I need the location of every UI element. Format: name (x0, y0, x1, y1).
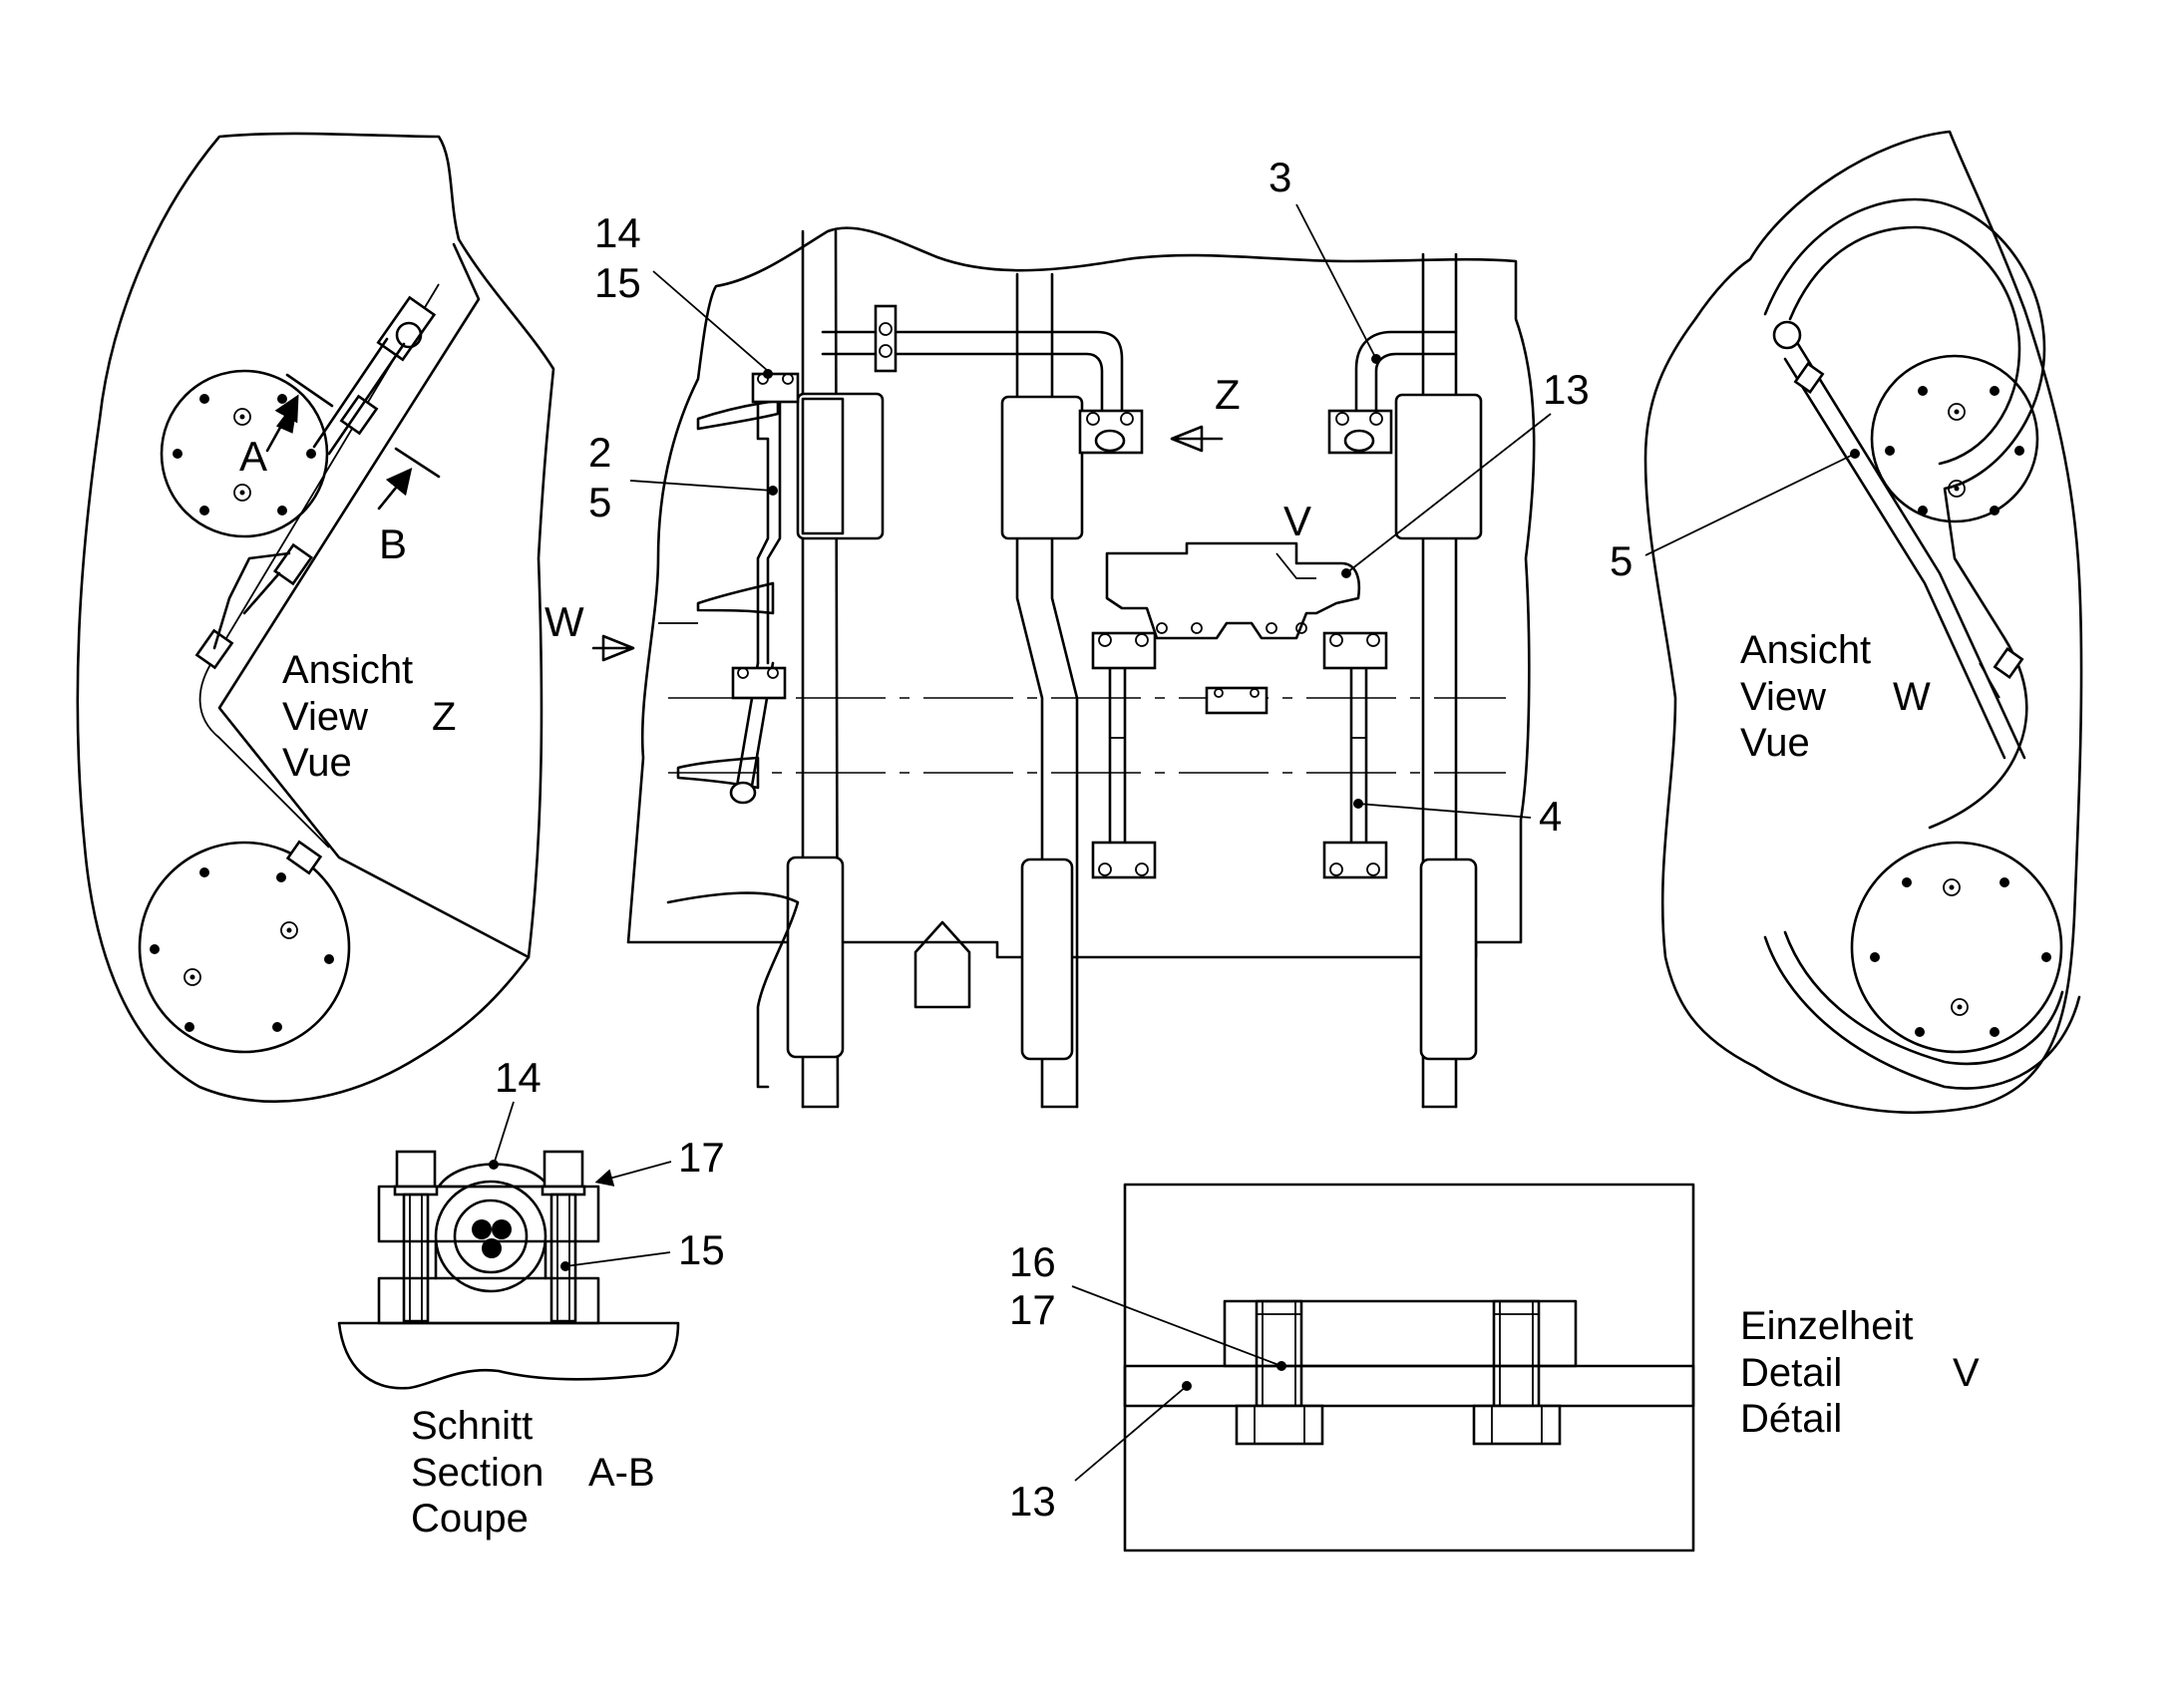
upper-wheel-hub-w (1870, 354, 2039, 523)
caption-view-w: Ansicht View Vue W (1740, 628, 1931, 765)
svg-text:Section: Section (411, 1451, 544, 1495)
section-ab-drawing (337, 1150, 680, 1390)
callout-15-section: 15 (560, 1226, 725, 1273)
svg-text:13: 13 (1543, 366, 1590, 413)
svg-text:Detail: Detail (1740, 1351, 1842, 1395)
marker-b: B (379, 520, 407, 567)
callout-16-17-detail: 16 17 (1009, 1238, 1286, 1371)
svg-text:14: 14 (594, 209, 641, 256)
svg-text:5: 5 (1610, 537, 1633, 584)
lower-wheel-hub-w (1850, 841, 2063, 1054)
front-view-markers: Z W V (545, 371, 1311, 645)
callout-3: 3 (1269, 154, 1381, 364)
callout-14-15-top: 14 15 (594, 209, 773, 379)
svg-text:13: 13 (1009, 1478, 1056, 1525)
svg-text:W: W (1893, 675, 1931, 719)
callout-14-section: 14 (489, 1054, 542, 1170)
svg-text:4: 4 (1539, 793, 1562, 840)
svg-text:5: 5 (588, 479, 611, 525)
view-w-drawing (1643, 130, 2083, 1115)
svg-text:View: View (282, 695, 368, 739)
svg-text:View: View (1740, 675, 1826, 719)
callout-4: 4 (1353, 793, 1562, 840)
marker-a: A (239, 433, 267, 480)
svg-text:16: 16 (1009, 1238, 1056, 1285)
callout-13-detail: 13 (1009, 1381, 1192, 1525)
svg-text:15: 15 (678, 1226, 725, 1273)
svg-text:A-B: A-B (588, 1451, 655, 1495)
lower-wheel-hub (138, 841, 351, 1054)
svg-text:17: 17 (1009, 1286, 1056, 1333)
svg-text:V: V (1953, 1351, 1980, 1395)
svg-text:Coupe: Coupe (411, 1497, 529, 1540)
callout-17-section: 17 (594, 1134, 725, 1187)
marker-w: W (545, 598, 584, 645)
svg-text:Vue: Vue (1740, 721, 1810, 765)
svg-text:14: 14 (495, 1054, 542, 1101)
view-z-drawing (76, 132, 555, 1103)
caption-view-z: Ansicht View Vue Z (282, 648, 456, 785)
svg-text:15: 15 (594, 259, 641, 306)
svg-text:3: 3 (1269, 154, 1291, 200)
svg-text:2: 2 (588, 429, 611, 476)
callout-5-right: 5 (1610, 449, 1860, 584)
svg-text:Ansicht: Ansicht (1740, 628, 1871, 672)
svg-text:Détail: Détail (1740, 1397, 1842, 1441)
svg-text:Einzelheit: Einzelheit (1740, 1304, 1913, 1348)
front-view-drawing (591, 226, 1536, 1109)
svg-text:Ansicht: Ansicht (282, 648, 413, 692)
svg-text:Schnitt: Schnitt (411, 1404, 533, 1448)
callout-13-top: 13 (1341, 366, 1590, 578)
marker-v: V (1283, 498, 1311, 544)
svg-text:17: 17 (678, 1134, 725, 1181)
callout-2-5: 2 5 (588, 429, 778, 525)
marker-z: Z (1215, 371, 1241, 418)
svg-text:Vue: Vue (282, 741, 352, 785)
caption-section-ab: Schnitt Section Coupe A-B (411, 1404, 655, 1540)
detail-v-drawing (1123, 1183, 1695, 1552)
svg-text:Z: Z (432, 695, 456, 739)
caption-detail-v: Einzelheit Detail Détail V (1740, 1304, 1980, 1441)
